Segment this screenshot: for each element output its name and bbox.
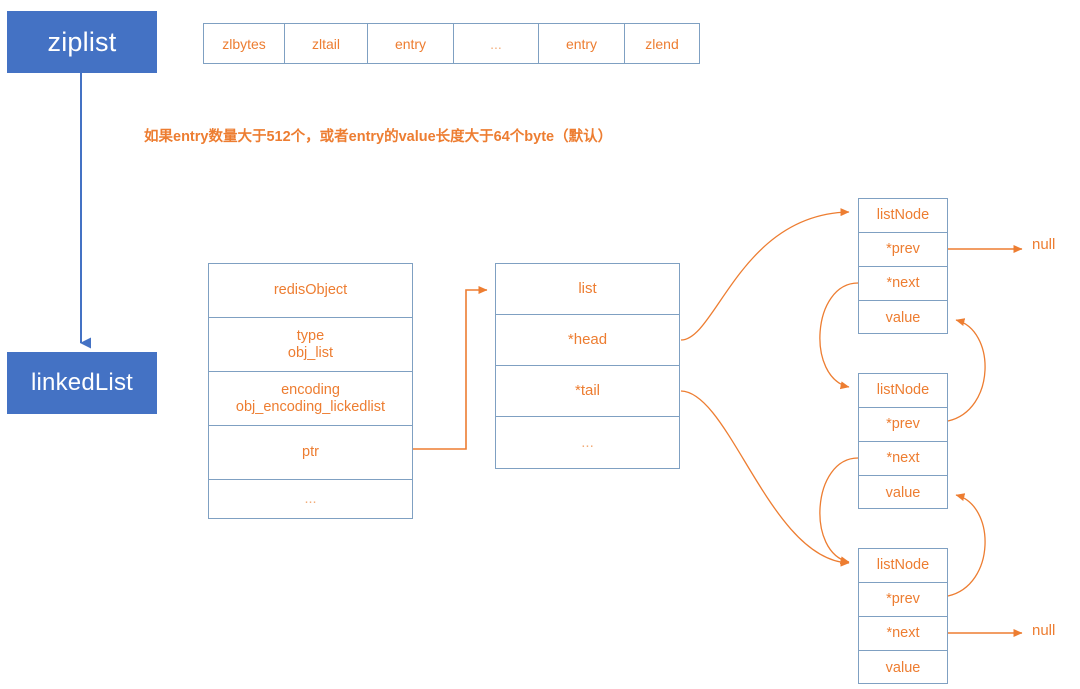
block-ziplist-label: ziplist	[47, 26, 117, 57]
redis-object-row-encoding: encoding obj_encoding_lickedlist	[209, 372, 412, 426]
list-node-3-prev: *prev	[859, 583, 947, 617]
block-ziplist: ziplist	[7, 11, 157, 73]
list-node-1-title: listNode	[859, 199, 947, 233]
list-node-2-next: *next	[859, 442, 947, 476]
ziplist-cell-zltail: zltail	[285, 24, 368, 63]
arrow-node2-next-to-node3	[819, 457, 859, 565]
null-label-head-prev: null	[1032, 236, 1056, 253]
arrow-tail-to-node3	[680, 390, 850, 567]
list-node-1-next: *next	[859, 267, 947, 301]
list-node-3-next: *next	[859, 617, 947, 651]
list-struct: list *head *tail ...	[495, 263, 680, 469]
ziplist-cell-entry-first: entry	[368, 24, 454, 63]
ziplist-cell-zlbytes: zlbytes	[204, 24, 285, 63]
redis-object-row-type: type obj_list	[209, 318, 412, 372]
conversion-condition-note: 如果entry数量大于512个，或者entry的value长度大于64个byte…	[144, 129, 613, 145]
ziplist-cell-zlend: zlend	[645, 35, 679, 52]
list-row-ellipsis: ...	[581, 433, 594, 451]
ziplist-struct: zlbytes zltail entry ... entry zlend	[203, 23, 700, 64]
list-row-tail: *tail	[496, 366, 679, 417]
list-node-1-value: value	[885, 309, 921, 326]
arrow-node3-prev-to-node2-value	[947, 493, 986, 597]
list-node-3-title: listNode	[859, 549, 947, 583]
redis-object-row-title: redisObject	[209, 264, 412, 318]
ziplist-cell-entry-last: entry	[539, 24, 625, 63]
list-node-2-value: value	[885, 484, 921, 501]
redis-object-row-ptr: ptr	[209, 426, 412, 480]
list-node-1-prev: *prev	[859, 233, 947, 267]
ziplist-cell-ellipsis: ...	[454, 24, 539, 63]
list-node-2: listNode *prev *next value	[858, 373, 948, 509]
list-node-3-value: value	[885, 659, 921, 676]
block-linkedlist: linkedList	[7, 352, 157, 414]
list-row-title: list	[496, 264, 679, 315]
arrow-ptr-to-list	[413, 286, 488, 450]
list-row-head: *head	[496, 315, 679, 366]
arrow-node2-prev-to-node1-value	[947, 318, 986, 422]
arrow-head-to-node1	[680, 208, 850, 341]
null-label-tail-next: null	[1032, 622, 1056, 639]
list-node-3: listNode *prev *next value	[858, 548, 948, 684]
redis-object-struct: redisObject type obj_list encoding obj_e…	[208, 263, 413, 519]
list-node-2-title: listNode	[859, 374, 947, 408]
block-linkedlist-label: linkedList	[30, 369, 134, 396]
arrow-node1-next-to-node2	[819, 282, 859, 390]
redis-object-row-ellipsis: ...	[304, 490, 317, 507]
list-node-2-prev: *prev	[859, 408, 947, 442]
list-node-1: listNode *prev *next value	[858, 198, 948, 334]
